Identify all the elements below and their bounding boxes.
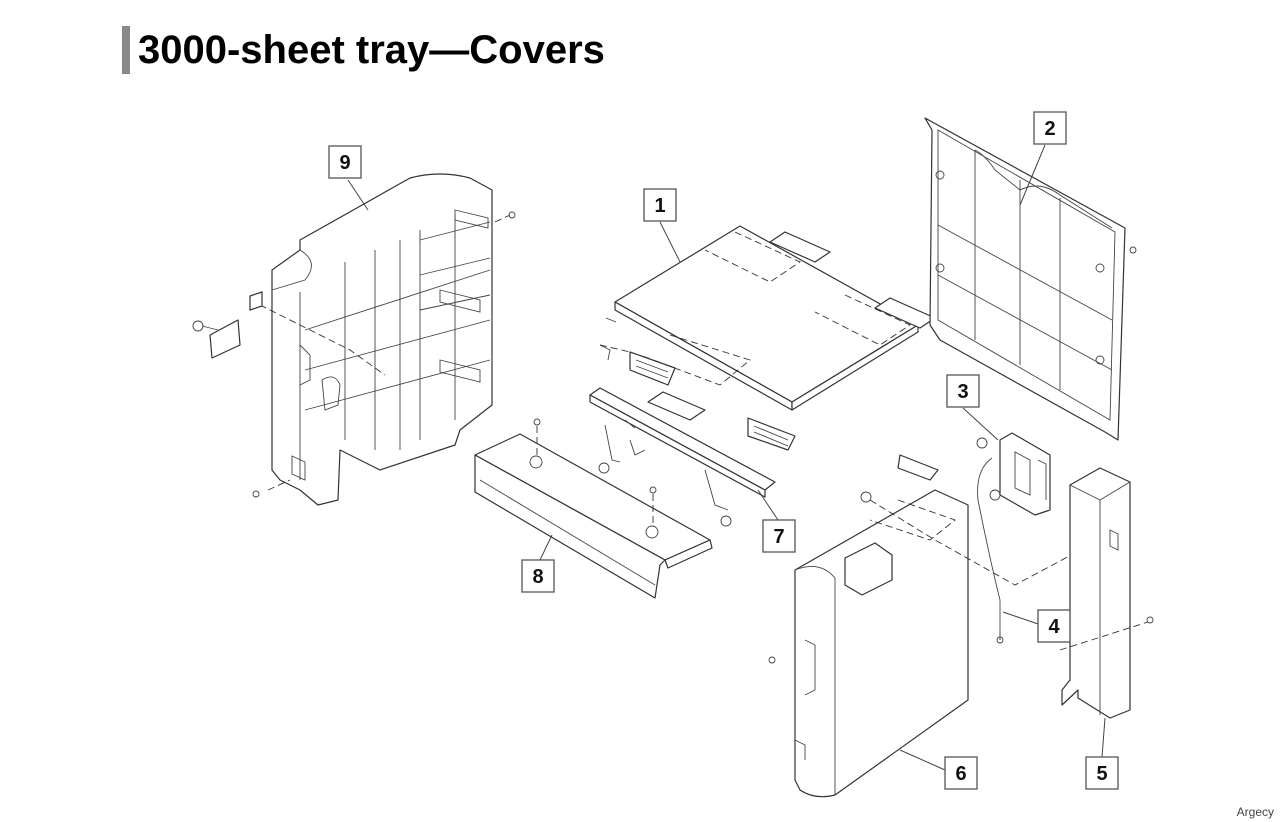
callout-3-label: 3 bbox=[957, 381, 968, 403]
callout-6-label: 6 bbox=[955, 763, 966, 785]
part-4-cable bbox=[977, 457, 1004, 644]
callout-5-label: 5 bbox=[1096, 763, 1107, 785]
callout-9: 9 bbox=[328, 145, 362, 179]
callout-9-label: 9 bbox=[339, 152, 350, 174]
part-8-front-cover bbox=[474, 418, 713, 599]
callout-6: 6 bbox=[944, 756, 978, 790]
callout-1: 1 bbox=[643, 188, 677, 222]
leader-lines bbox=[347, 144, 1106, 771]
page-title: 3000-sheet tray—Covers bbox=[138, 28, 605, 72]
callout-5: 5 bbox=[1085, 756, 1119, 790]
part-5-column-cover bbox=[1059, 467, 1154, 719]
part-7-front-bar bbox=[589, 387, 776, 527]
part-1-top-cover bbox=[599, 225, 936, 451]
callout-2: 2 bbox=[1033, 111, 1067, 145]
callout-8-label: 8 bbox=[532, 566, 543, 588]
part-6-right-cover bbox=[768, 454, 1091, 798]
part-2-rear-cover bbox=[924, 117, 1137, 441]
callout-7-label: 7 bbox=[773, 526, 784, 548]
part-9-left-cover bbox=[192, 173, 516, 506]
callout-7: 7 bbox=[762, 519, 796, 553]
callout-3: 3 bbox=[946, 374, 980, 408]
callout-4-label: 4 bbox=[1048, 616, 1060, 638]
callout-1-label: 1 bbox=[654, 195, 665, 217]
part-3-bracket bbox=[976, 432, 1051, 516]
title-accent-bar bbox=[122, 26, 130, 74]
callout-8: 8 bbox=[521, 559, 555, 593]
watermark: Argecy bbox=[1236, 805, 1274, 819]
callout-2-label: 2 bbox=[1044, 118, 1055, 140]
callout-4: 4 bbox=[1037, 609, 1071, 643]
